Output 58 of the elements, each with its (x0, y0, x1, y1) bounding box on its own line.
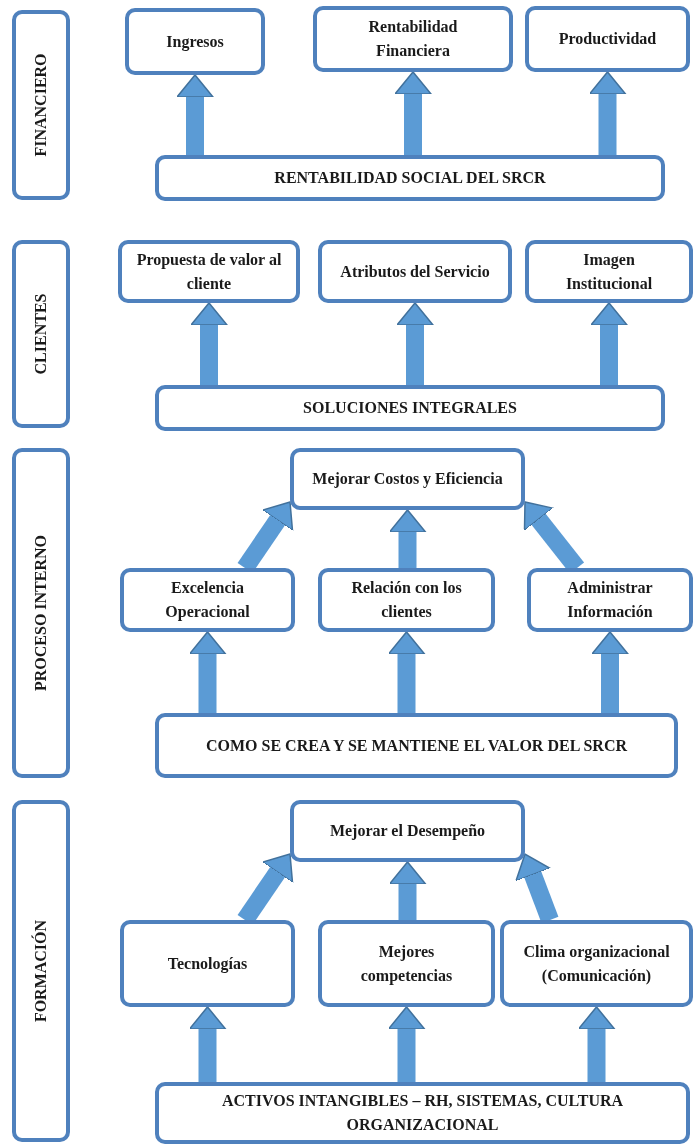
box-label: RENTABILIDAD SOCIAL DEL SRCR (274, 168, 546, 188)
block-arrow (176, 74, 214, 155)
block-arrow (591, 631, 629, 713)
block-arrow (387, 1006, 426, 1082)
perspective-band (12, 10, 70, 200)
objective-box (500, 920, 693, 1007)
box-label: Excelencia Operacional (164, 578, 251, 623)
box-label: Imagen Institucional (564, 249, 654, 294)
objective-box (318, 240, 512, 303)
objective-box (525, 240, 693, 303)
band-label: FORMACIÓN (30, 919, 50, 1023)
box-label: Productividad (558, 29, 657, 49)
objective-box (525, 6, 690, 72)
block-arrow (394, 71, 432, 155)
objective-box (313, 6, 513, 72)
perspective-band (12, 800, 70, 1142)
box-label: Ingresos (166, 31, 224, 53)
objective-box (155, 713, 678, 778)
objective-box (318, 568, 495, 632)
block-arrow (188, 631, 227, 713)
box-label: COMO SE CREA Y SE MANTIENE EL VALOR DEL SRCR (206, 735, 627, 756)
objective-box (290, 800, 525, 862)
box-label: ACTIVOS INTANGIBLES – RH, SISTEMAS, CULTURA ORGANIZACIONAL (220, 1091, 625, 1135)
box-label: Atributos del Servicio (340, 261, 490, 282)
block-arrow (588, 71, 627, 155)
objective-box (155, 1082, 690, 1144)
box-label: Mejores competencias (359, 941, 454, 987)
objective-box (118, 240, 300, 303)
box-label: Administrar Información (566, 578, 654, 622)
objective-box (120, 568, 295, 632)
band-label: FINANCIERO (31, 53, 50, 157)
block-arrow (188, 1006, 227, 1082)
block-arrow (190, 302, 228, 385)
objective-box (120, 920, 295, 1007)
objective-box (290, 448, 525, 510)
block-arrow (577, 1006, 616, 1082)
box-label: Propuesta de valor al cliente (136, 249, 282, 294)
band-label: PROCESO INTERNO (31, 535, 50, 691)
band-label: CLIENTES (31, 293, 50, 375)
box-label: SOLUCIONES INTEGRALES (303, 398, 517, 418)
box-label: Mejorar el Desempeño (329, 821, 486, 842)
objective-box (155, 385, 665, 431)
objective-box (527, 568, 693, 632)
perspective-band (12, 240, 70, 428)
block-arrow (388, 509, 427, 568)
block-arrow (388, 861, 427, 920)
block-arrow (387, 631, 426, 713)
objective-box (155, 155, 665, 201)
box-label: Relación con los clientes (350, 578, 463, 622)
box-label: Rentabilidad Financiera (367, 17, 459, 61)
box-label: Mejorar Costos y Eficiencia (312, 469, 503, 490)
perspective-band (12, 448, 70, 778)
box-label: Tecnologías (167, 953, 248, 975)
block-arrow (396, 302, 434, 385)
objective-box (318, 920, 495, 1007)
box-label: Clima organizacional (Comunicación) (522, 941, 671, 987)
objective-box (125, 8, 265, 75)
block-arrow (590, 302, 628, 385)
